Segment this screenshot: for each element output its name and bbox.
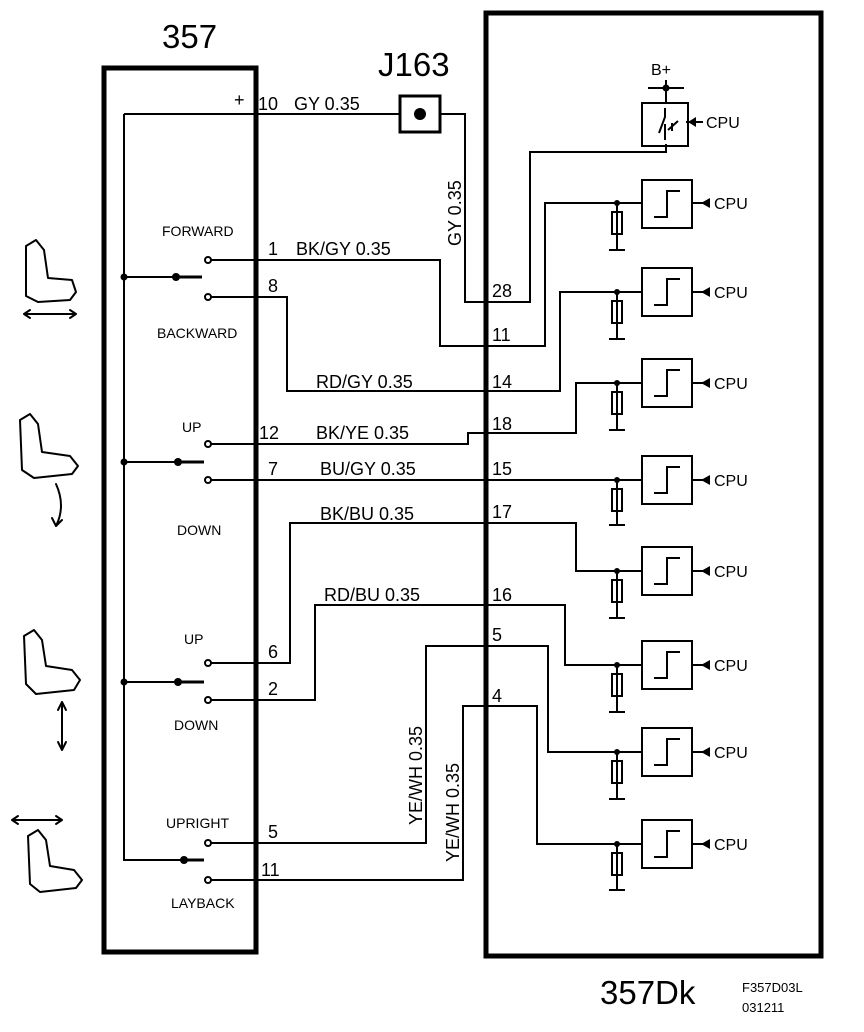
module-pin-4: 4	[492, 686, 502, 706]
seat-backrest-icon	[11, 815, 83, 893]
supply-switch-block	[641, 80, 703, 147]
wire-label-bk-gy: BK/GY 0.35	[296, 239, 391, 259]
switch-up-down-2	[174, 659, 212, 704]
cpu-label-5: CPU	[714, 564, 748, 581]
label-layback: LAYBACK	[171, 895, 235, 911]
switch-pin-8: 8	[268, 276, 278, 296]
module-pin-14: 14	[492, 372, 512, 392]
seat-tilt-icon	[19, 413, 79, 527]
switch-pin-10: 10	[258, 94, 278, 114]
module-pin-28: 28	[492, 281, 512, 301]
switch-upright-layback	[180, 839, 212, 884]
cpu-label-7: CPU	[714, 745, 748, 762]
wire-label-gy-switch: GY 0.35	[294, 94, 360, 114]
figure-code: F357D03L	[742, 980, 803, 995]
module-box	[483, 10, 824, 959]
input-block-3	[609, 358, 710, 431]
switch-up-down-1	[174, 440, 212, 484]
switch-box	[101, 65, 259, 955]
switch-pin-12: 12	[259, 423, 279, 443]
input-block-6	[609, 640, 710, 713]
cpu-label-4: CPU	[714, 473, 748, 490]
input-block-4	[609, 455, 710, 526]
switch-pin-6: 6	[268, 642, 278, 662]
wire-label-rd-bu: RD/BU 0.35	[324, 585, 420, 605]
wires	[211, 202, 642, 881]
switch-pin-1: 1	[268, 239, 278, 259]
module-pin-18: 18	[492, 414, 512, 434]
wire-label-bk-bu: BK/BU 0.35	[320, 504, 414, 524]
figure-date: 031211	[742, 1000, 784, 1015]
module-pin-11: 11	[492, 325, 511, 345]
switch-forward-backward	[172, 256, 212, 301]
cpu-label-8: CPU	[714, 837, 748, 854]
seat-height-icon	[23, 629, 81, 751]
label-down-2: DOWN	[174, 717, 218, 733]
wire-label-gy-vertical: GY 0.35	[445, 180, 465, 246]
j163-connector	[398, 94, 667, 303]
switch-title: 357	[162, 18, 217, 55]
label-up-2: UP	[184, 631, 203, 647]
label-backward: BACKWARD	[157, 325, 237, 341]
wire-label-bk-ye: BK/YE 0.35	[316, 423, 409, 443]
cpu-label-2: CPU	[714, 285, 748, 302]
plus-sign: +	[234, 90, 245, 110]
connector-title: J163	[378, 46, 450, 83]
label-up-1: UP	[182, 419, 201, 435]
cpu-label-supply: CPU	[706, 115, 740, 132]
wire-label-ye-wh-2: YE/WH 0.35	[443, 763, 463, 862]
cpu-label-6: CPU	[714, 658, 748, 675]
switch-pin-11: 11	[261, 860, 280, 880]
module-pin-15: 15	[492, 459, 512, 479]
wire-label-ye-wh-1: YE/WH 0.35	[406, 726, 426, 825]
module-title: 357Dk	[600, 974, 696, 1011]
input-block-7	[609, 727, 710, 800]
wire-label-rd-gy: RD/GY 0.35	[316, 372, 413, 392]
seat-forward-backward-icon	[23, 239, 77, 319]
switch-pin-5: 5	[268, 822, 278, 842]
b-plus-label: B+	[651, 62, 671, 79]
module-pin-5: 5	[492, 625, 502, 645]
label-down-1: DOWN	[177, 522, 221, 538]
module-pin-17: 17	[492, 502, 512, 522]
input-block-8	[609, 819, 710, 891]
cpu-label-1: CPU	[714, 196, 748, 213]
cpu-label-3: CPU	[714, 376, 748, 393]
module-pin-16: 16	[492, 585, 512, 605]
switch-pin-7: 7	[268, 459, 278, 479]
input-block-2	[609, 267, 710, 340]
input-block-5	[609, 546, 710, 619]
switch-pin-2: 2	[268, 679, 278, 699]
label-forward: FORWARD	[162, 223, 234, 239]
input-block-1	[609, 179, 710, 251]
label-upright: UPRIGHT	[166, 815, 229, 831]
wire-label-bu-gy: BU/GY 0.35	[320, 459, 416, 479]
